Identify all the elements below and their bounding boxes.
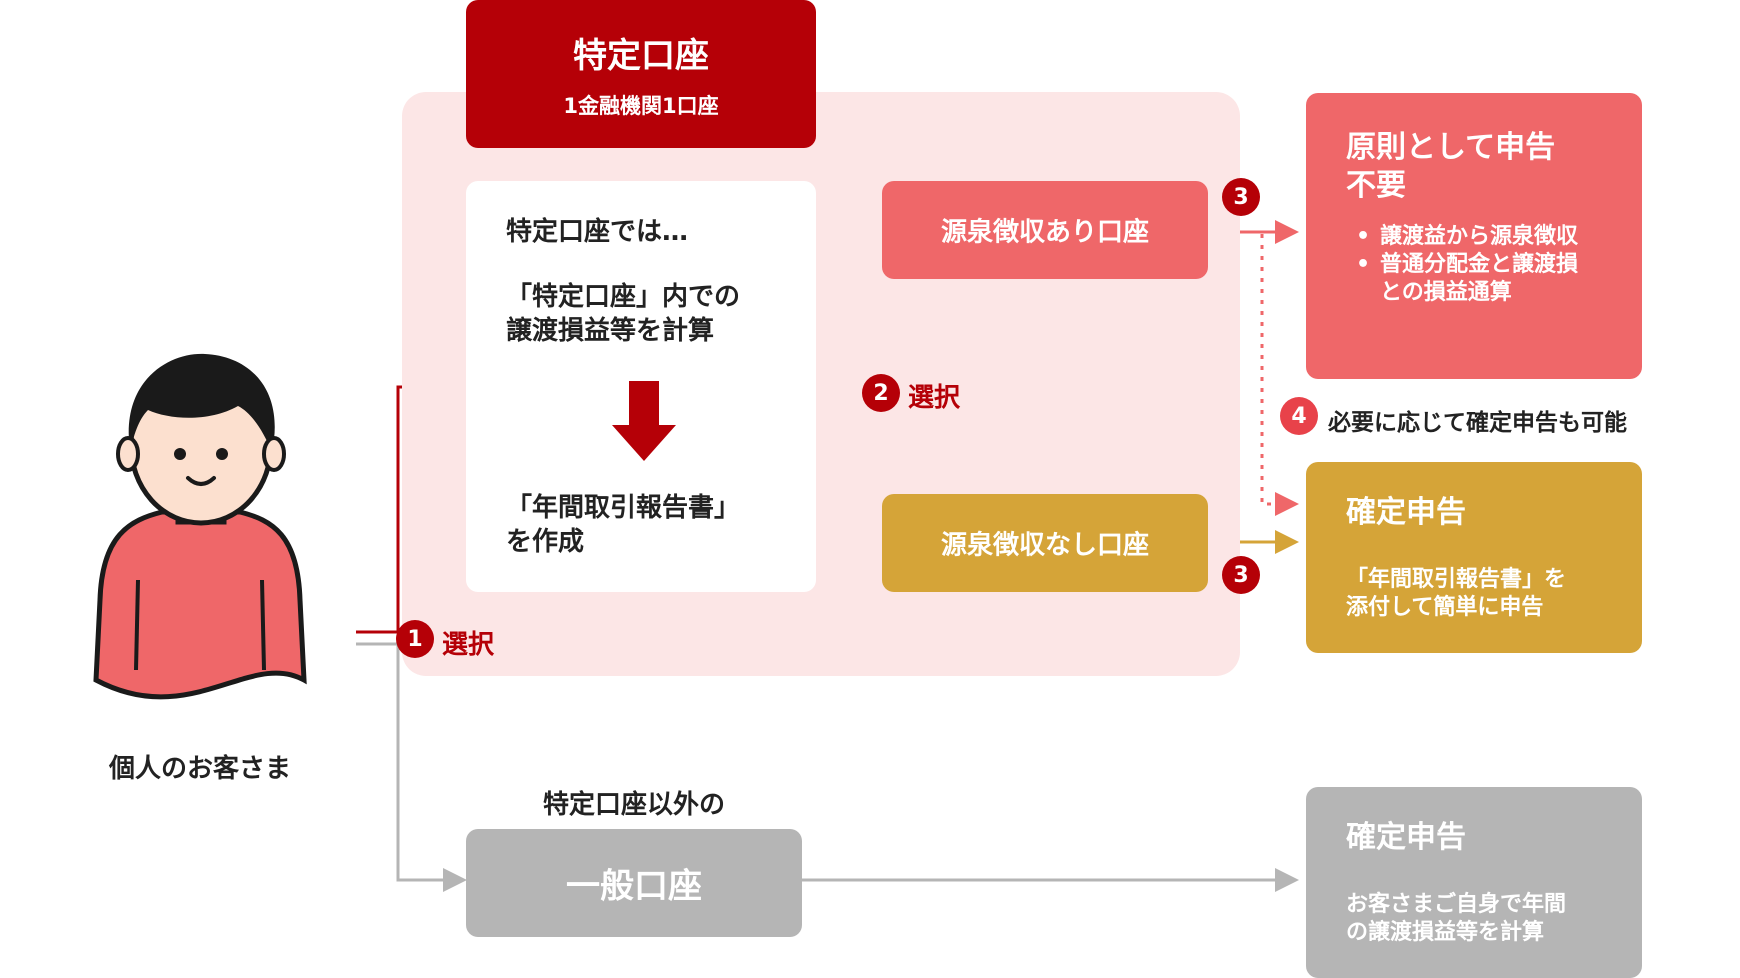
withholding-account: 源泉徴収あり口座: [882, 181, 1208, 279]
step4-badge: 4: [1280, 397, 1318, 435]
ippan-caption: 特定口座以外の: [542, 790, 725, 820]
step3-badge-top: 3: [1222, 178, 1260, 216]
explanation-line3: 「年間取引報告書」 を作成: [506, 493, 741, 557]
step4-label: 必要に応じて確定申告も可能: [1328, 410, 1627, 436]
result-bullet: 譲渡益から源泉徴収: [1356, 223, 1590, 251]
person-illustration: [93, 353, 307, 700]
ippan-account: 一般口座: [466, 829, 802, 937]
result-filing-gray-desc: お客さまご自身で年間 の譲渡損益等を計算: [1346, 892, 1567, 945]
result-filing-gold: 確定申告 「年間取引報告書」を 添付して簡単に申告: [1306, 462, 1642, 653]
withholding-account-label: 源泉徴収あり口座: [940, 217, 1149, 248]
step2-badge: 2: [862, 374, 900, 412]
tokutei-subtitle: 1金融機関1口座: [563, 94, 719, 118]
result-filing-gray: 確定申告 お客さまご自身で年間 の譲渡損益等を計算: [1306, 787, 1642, 978]
explanation-line2: 「特定口座」内での 譲渡損益等を計算: [506, 282, 741, 346]
tokutei-title: 特定口座: [573, 36, 709, 76]
optional-filing-dotted: [1260, 234, 1299, 516]
step3-badge-bottom: 3: [1222, 556, 1260, 594]
step2-label: 選択: [908, 383, 961, 413]
result-filing-gold-desc: 「年間取引報告書」を 添付して簡単に申告: [1346, 567, 1567, 620]
explanation-line1: 特定口座では…: [506, 217, 689, 247]
result-no-filing-title: 原則として申告 不要: [1346, 130, 1556, 203]
person-label: 個人のお客さま: [108, 754, 291, 784]
down-arrow-icon: [612, 381, 676, 461]
no-withholding-account-label: 源泉徴収なし口座: [940, 530, 1149, 561]
result-filing-gold-title: 確定申告: [1346, 495, 1466, 530]
no-withholding-account: 源泉徴収なし口座: [882, 494, 1208, 592]
result-filing-gray-title: 確定申告: [1346, 820, 1466, 855]
result-no-filing: 原則として申告 不要 譲渡益から源泉徴収 普通分配金と譲渡損との損益通算: [1306, 93, 1642, 379]
ippan-account-label: 一般口座: [566, 866, 702, 907]
step1-label: 選択: [442, 630, 495, 660]
branch-to-ippan: [396, 644, 467, 892]
step1-badge: 1: [396, 620, 434, 658]
tokutei-header: 特定口座 1金融機関1口座: [466, 0, 816, 148]
result-no-filing-bullets: 譲渡益から源泉徴収 普通分配金と譲渡損との損益通算: [1356, 223, 1590, 307]
result-bullet: 普通分配金と譲渡損との損益通算: [1356, 251, 1590, 307]
